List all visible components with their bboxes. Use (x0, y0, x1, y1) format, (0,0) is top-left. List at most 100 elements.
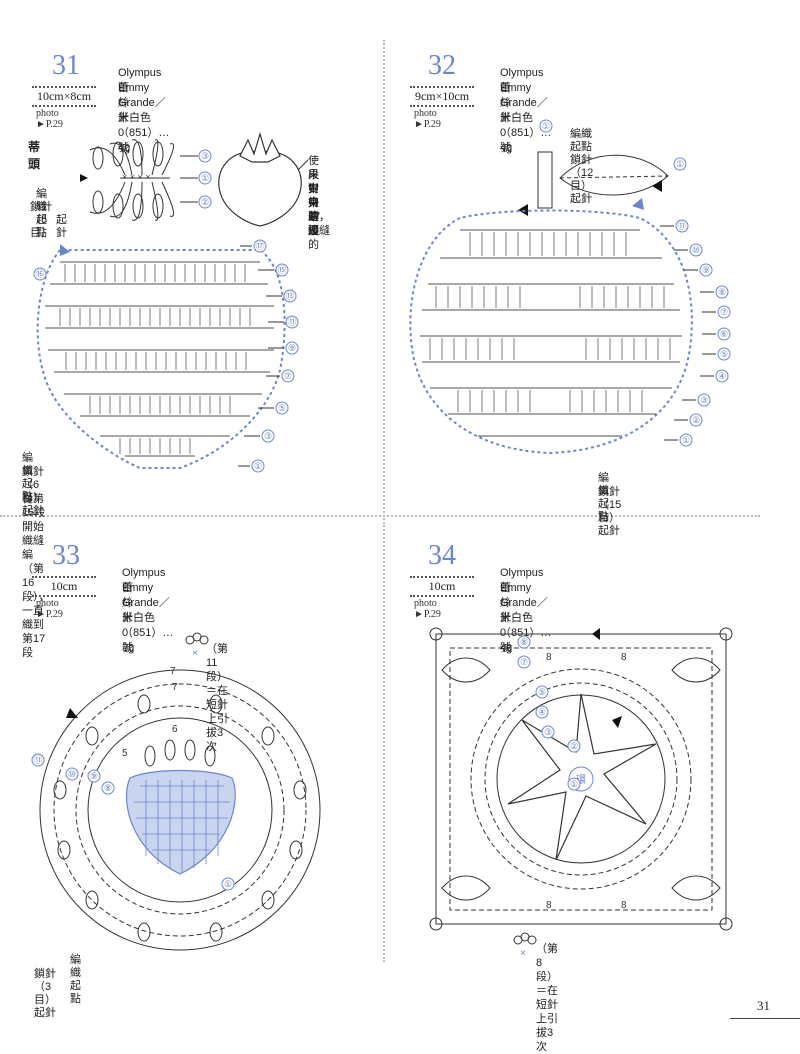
pattern-number: 34 (428, 540, 456, 571)
row-label: ⑤ (278, 403, 286, 413)
row-label: ⑯ (35, 269, 44, 279)
pattern-size: 9cm×10cm (410, 86, 474, 107)
square-motif-chart: 環 8 8 8 8 (429, 627, 733, 931)
yarn-info: Olympus Emmy Grande／米白色（851）…4g (118, 67, 170, 154)
stem-start-foundation: 起針 (56, 214, 67, 239)
row-label: ⑰ (255, 241, 264, 251)
row-label: ③ (700, 395, 708, 405)
center-ring: 環 (576, 774, 586, 786)
leaf-start-label: 編織起點 鎖針（12目）起針 (570, 128, 603, 205)
body-start-label: 編織起點 (70, 954, 81, 1005)
apple-chart (409, 151, 693, 455)
row-number-1: ① (221, 877, 235, 891)
stem-note-3: 對齊蒂頭的 (308, 183, 319, 251)
row-label: ⑧ (718, 287, 726, 297)
row-numbers: ⑧ ⑦ ⑤ ④ ③ (517, 635, 555, 739)
body-start-chain: 鎖針（6目）起針 (22, 466, 44, 517)
pattern-number: 31 (52, 50, 80, 81)
row-label: ⑦ (284, 371, 292, 381)
round-strawberry-chart: 7 7 6 5 (39, 666, 321, 951)
body-row-numbers: ⑪ ⑩ ⑨ ⑧ ⑦ ⑥ ⑤ ④ ③ ② ① (660, 219, 731, 447)
hook-info: 蕾絲針0號 (500, 582, 511, 654)
stem-note-1: 使果實第17 (308, 155, 321, 223)
page-rule (730, 1018, 800, 1019)
row-label: ⑦ (520, 657, 528, 667)
stem-note-5: 連接 (308, 211, 319, 237)
row-label: ① (201, 173, 209, 183)
legend-text: （第11段）＝在短針上引拔3次 (206, 643, 228, 753)
row-label: ⑩ (692, 245, 700, 255)
hook-info: 蕾絲針0號 (500, 82, 511, 154)
row-label: ① (542, 121, 550, 131)
row-label: ⑪ (677, 221, 686, 231)
chain-count: 5 (122, 748, 128, 759)
stem-diagram: × × × × (80, 139, 198, 221)
stem-note-2: 段中央的邊 (308, 169, 319, 237)
stem-row-numbers: ③ ① ② (198, 149, 212, 209)
row-label: ② (692, 415, 700, 425)
horizontal-divider (0, 515, 760, 517)
row-label: ② (201, 197, 209, 207)
row-label: ③ (264, 431, 272, 441)
pattern-number: 33 (52, 540, 80, 571)
photo-ref: photo ►P.29 (414, 598, 441, 620)
row-label: ① (254, 461, 262, 471)
row-label: ⑬ (285, 291, 294, 301)
body-start-chain: 鎖針（3目）起針 (34, 968, 56, 1019)
row-label: ⑨ (288, 343, 296, 353)
row-label-left: ⑯ (33, 267, 47, 281)
hook-info: 蕾絲針0號 (122, 582, 133, 654)
page-number: 31 (757, 998, 770, 1013)
row-label: ① (676, 159, 684, 169)
row-label: ⑤ (720, 349, 728, 359)
row-label: ⑨ (702, 265, 710, 275)
body-start-label: 編織起點 (598, 472, 609, 523)
leaf-row: ① (673, 157, 687, 171)
stem-start-chain: 鎖針（5目） (30, 201, 52, 239)
yarn-info: Olympus Emmy Grande／米白色（851）…4g (500, 67, 552, 154)
hook-info: 蕾絲針0號 (118, 82, 129, 154)
row-label: ⑪ (287, 317, 296, 327)
stem-note-4: 中心，綴縫 (308, 197, 330, 237)
photo-ref: photo ►P.29 (36, 598, 63, 620)
section-title: 蒂頭 (28, 140, 41, 171)
pattern-size: 10cm (410, 576, 474, 597)
chain-count: 8 (546, 652, 552, 663)
row-label: ⑧ (104, 783, 112, 793)
row-label: ① (570, 779, 578, 789)
row-label: ⑩ (68, 769, 76, 779)
pattern-size: 10cm (32, 576, 96, 597)
svg-text:×: × (192, 648, 198, 659)
footer-note: 從第15段開始織縫編（第16段），一直織到第17段 (22, 493, 50, 659)
row-numbers-left: ⑪ ⑩ ⑨ ⑧ (31, 753, 115, 795)
row-label: ⑨ (90, 771, 98, 781)
row-label: ① (682, 435, 690, 445)
row-label: ② (570, 741, 578, 751)
row-label: ① (224, 879, 232, 889)
vertical-divider-top (383, 40, 385, 520)
row-numbers-center: ② ① (567, 739, 581, 791)
body-row-numbers: ⑰ ⑮ ⑬ ⑪ ⑨ ⑦ ⑤ ③ ① (238, 239, 299, 473)
chain-count: 6 (172, 724, 178, 735)
row-label: ⑤ (538, 687, 546, 697)
row-label: ⑪ (33, 755, 42, 765)
stem-row-top: ① (539, 119, 553, 133)
photo-ref: photo ►P.29 (36, 108, 63, 130)
pattern-number: 32 (428, 50, 456, 81)
legend-text: （第8段）＝在短針上引拔3次 (536, 943, 558, 1053)
chain-count: 8 (546, 900, 552, 911)
row-label: ⑧ (520, 637, 528, 647)
picot-symbol: × (513, 932, 537, 959)
chain-count: 7 (170, 666, 176, 677)
row-label: ⑥ (720, 329, 728, 339)
row-label: ⑮ (277, 265, 286, 275)
chain-count: 7 (172, 682, 178, 693)
body-start-chain: 鎖針（15目）起針 (598, 486, 622, 537)
row-label: ⑦ (720, 307, 728, 317)
pattern-size: 10cm×8cm (32, 86, 96, 107)
vertical-divider-bottom (383, 522, 385, 962)
body-start-label: 編織起點 (22, 452, 33, 503)
row-label: ④ (718, 371, 726, 381)
chain-count: 8 (621, 652, 627, 663)
row-label: ③ (544, 727, 552, 737)
